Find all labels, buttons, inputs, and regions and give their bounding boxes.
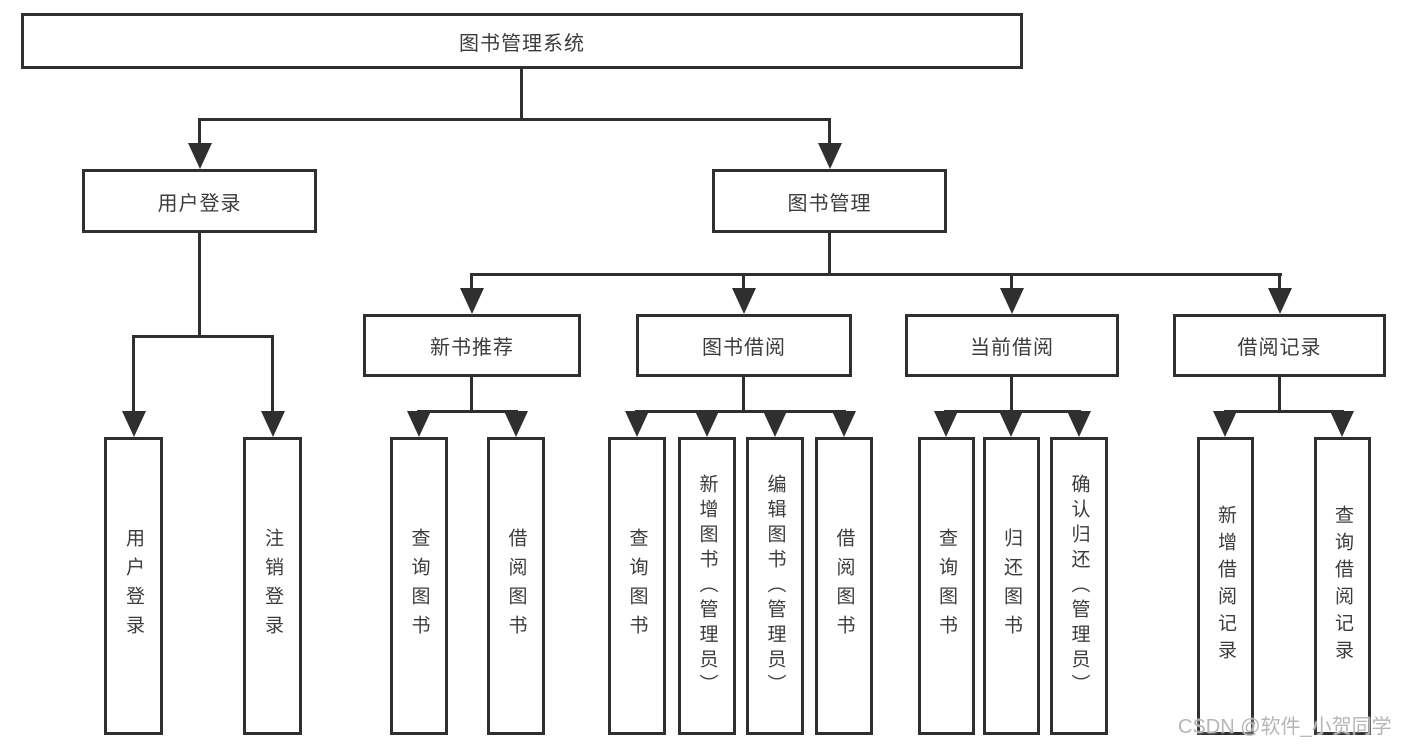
arrow-down-icon	[625, 411, 649, 437]
leaf-label: 确认归还（管理员）	[1068, 473, 1090, 699]
connector-new-book-rail	[417, 410, 518, 413]
connector-drop-new-book	[470, 273, 473, 291]
leaf-label: 归还图书	[1001, 528, 1022, 644]
connector-book-borrowing-rail	[635, 410, 846, 413]
node-user-login: 用户登录	[82, 169, 317, 233]
leaf-return-books: 归还图书	[983, 437, 1040, 735]
arrow-down-icon	[504, 411, 528, 437]
leaf-confirm-return-admin: 确认归还（管理员）	[1050, 437, 1108, 735]
arrow-down-icon	[999, 411, 1023, 437]
leaf-logout-login: 注销登录	[243, 437, 302, 735]
arrow-down-icon	[460, 288, 484, 314]
connector-new-book-stem	[470, 377, 473, 410]
arrow-down-icon	[122, 411, 146, 437]
leaf-add-books-admin: 新增图书（管理员）	[678, 437, 736, 735]
arrow-down-icon	[763, 411, 787, 437]
node-book-borrowing: 图书借阅	[636, 314, 852, 377]
node-current-borrowing: 当前借阅	[905, 314, 1119, 377]
node-label: 用户登录	[157, 192, 242, 215]
leaf-query-borrow-record: 查询借阅记录	[1314, 437, 1371, 735]
leaf-add-borrow-record: 新增借阅记录	[1197, 437, 1254, 735]
node-label: 当前借阅	[970, 337, 1054, 359]
leaf-label: 查询图书	[626, 528, 648, 644]
leaf-label: 新增借阅记录	[1215, 505, 1236, 667]
leaf-borrow-books-recommend: 借阅图书	[487, 437, 545, 735]
arrow-down-icon	[1000, 288, 1024, 314]
leaf-label: 编辑图书（管理员）	[764, 473, 786, 699]
connector-book-management-stem	[828, 233, 831, 273]
leaf-label: 用户登录	[123, 528, 144, 644]
node-book-management: 图书管理	[712, 169, 947, 233]
node-label: 图书管理系统	[459, 32, 585, 55]
node-label: 借阅记录	[1237, 337, 1322, 359]
connector-drop-leaf	[132, 335, 135, 413]
node-library-management-system: 图书管理系统	[21, 13, 1023, 69]
connector-borrowing-records-rail	[1224, 410, 1344, 413]
leaf-user-login: 用户登录	[104, 437, 163, 735]
connector-drop-current-borrowing	[1010, 273, 1013, 291]
node-new-book-recommendation: 新书推荐	[363, 314, 581, 377]
arrow-down-icon	[407, 411, 431, 437]
arrow-down-icon	[934, 411, 958, 437]
connector-root-stem	[520, 69, 523, 118]
watermark: CSDN @软件_小贺同学	[1178, 716, 1392, 738]
node-label: 图书借阅	[702, 337, 786, 359]
connector-drop-user-login	[198, 118, 201, 146]
leaf-query-books-recommend: 查询图书	[390, 437, 448, 735]
arrow-down-icon	[188, 143, 212, 169]
node-borrowing-records: 借阅记录	[1173, 314, 1386, 377]
arrow-down-icon	[818, 143, 842, 169]
arrow-down-icon	[695, 411, 719, 437]
leaf-label: 查询图书	[936, 528, 957, 644]
leaf-edit-books-admin: 编辑图书（管理员）	[746, 437, 804, 735]
arrow-down-icon	[1213, 411, 1237, 437]
arrow-down-icon	[1067, 411, 1091, 437]
arrow-down-icon	[1330, 411, 1354, 437]
connector-current-borrowing-stem	[1010, 377, 1013, 410]
leaf-query-books-borrowing: 查询图书	[608, 437, 666, 735]
node-label: 新书推荐	[430, 337, 514, 359]
connector-drop-leaf	[271, 335, 274, 413]
connector-drop-book-borrowing	[742, 273, 745, 291]
leaf-label: 查询借阅记录	[1332, 505, 1353, 667]
arrow-down-icon	[732, 288, 756, 314]
arrow-down-icon	[832, 411, 856, 437]
arrow-down-icon	[261, 411, 285, 437]
leaf-label: 注销登录	[262, 528, 283, 644]
leaf-borrow-books-borrowing: 借阅图书	[815, 437, 873, 735]
arrow-down-icon	[1268, 288, 1292, 314]
leaf-label: 借阅图书	[833, 528, 855, 644]
node-label: 图书管理	[787, 192, 872, 215]
connector-user-login-stem	[198, 233, 201, 335]
connector-book-management-rail	[470, 273, 1282, 276]
connector-borrowing-records-stem	[1278, 377, 1281, 410]
connector-root-rail	[198, 118, 831, 121]
connector-drop-borrowing-records	[1278, 273, 1281, 291]
connector-user-login-rail	[132, 335, 274, 338]
leaf-label: 借阅图书	[505, 528, 527, 644]
connector-book-borrowing-stem	[742, 377, 745, 410]
leaf-label: 新增图书（管理员）	[696, 473, 718, 699]
leaf-query-books-current: 查询图书	[918, 437, 975, 735]
leaf-label: 查询图书	[408, 528, 430, 644]
connector-drop-book-management	[828, 118, 831, 146]
